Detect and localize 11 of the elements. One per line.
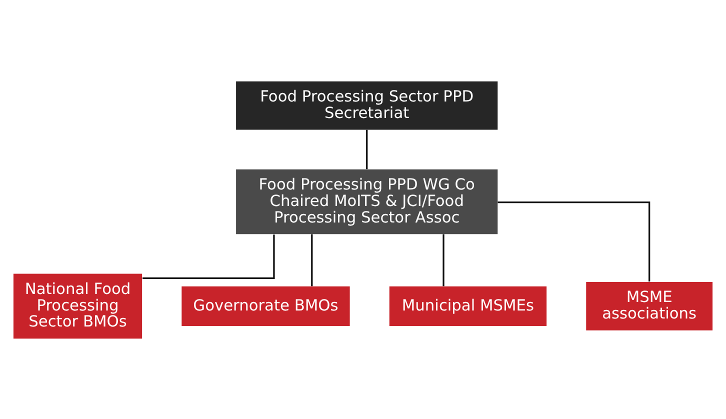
node-box: MSME associations: [586, 282, 713, 330]
connector: [498, 200, 650, 282]
node-box: Food Processing PPD WG Co Chaired MoITS & JCI/Food Processing Sector Assoc: [236, 168, 498, 234]
connector: [142, 234, 275, 278]
connector: [311, 234, 313, 286]
node-box: Governorate BMOs: [182, 286, 350, 326]
node-box: Municipal MSMEs: [389, 286, 547, 326]
node-box: National Food Processing Sector BMOs: [13, 273, 142, 338]
node-box: Food Processing Sector PPD Secretariat: [236, 80, 498, 130]
connector: [366, 129, 368, 169]
connector: [442, 234, 444, 286]
